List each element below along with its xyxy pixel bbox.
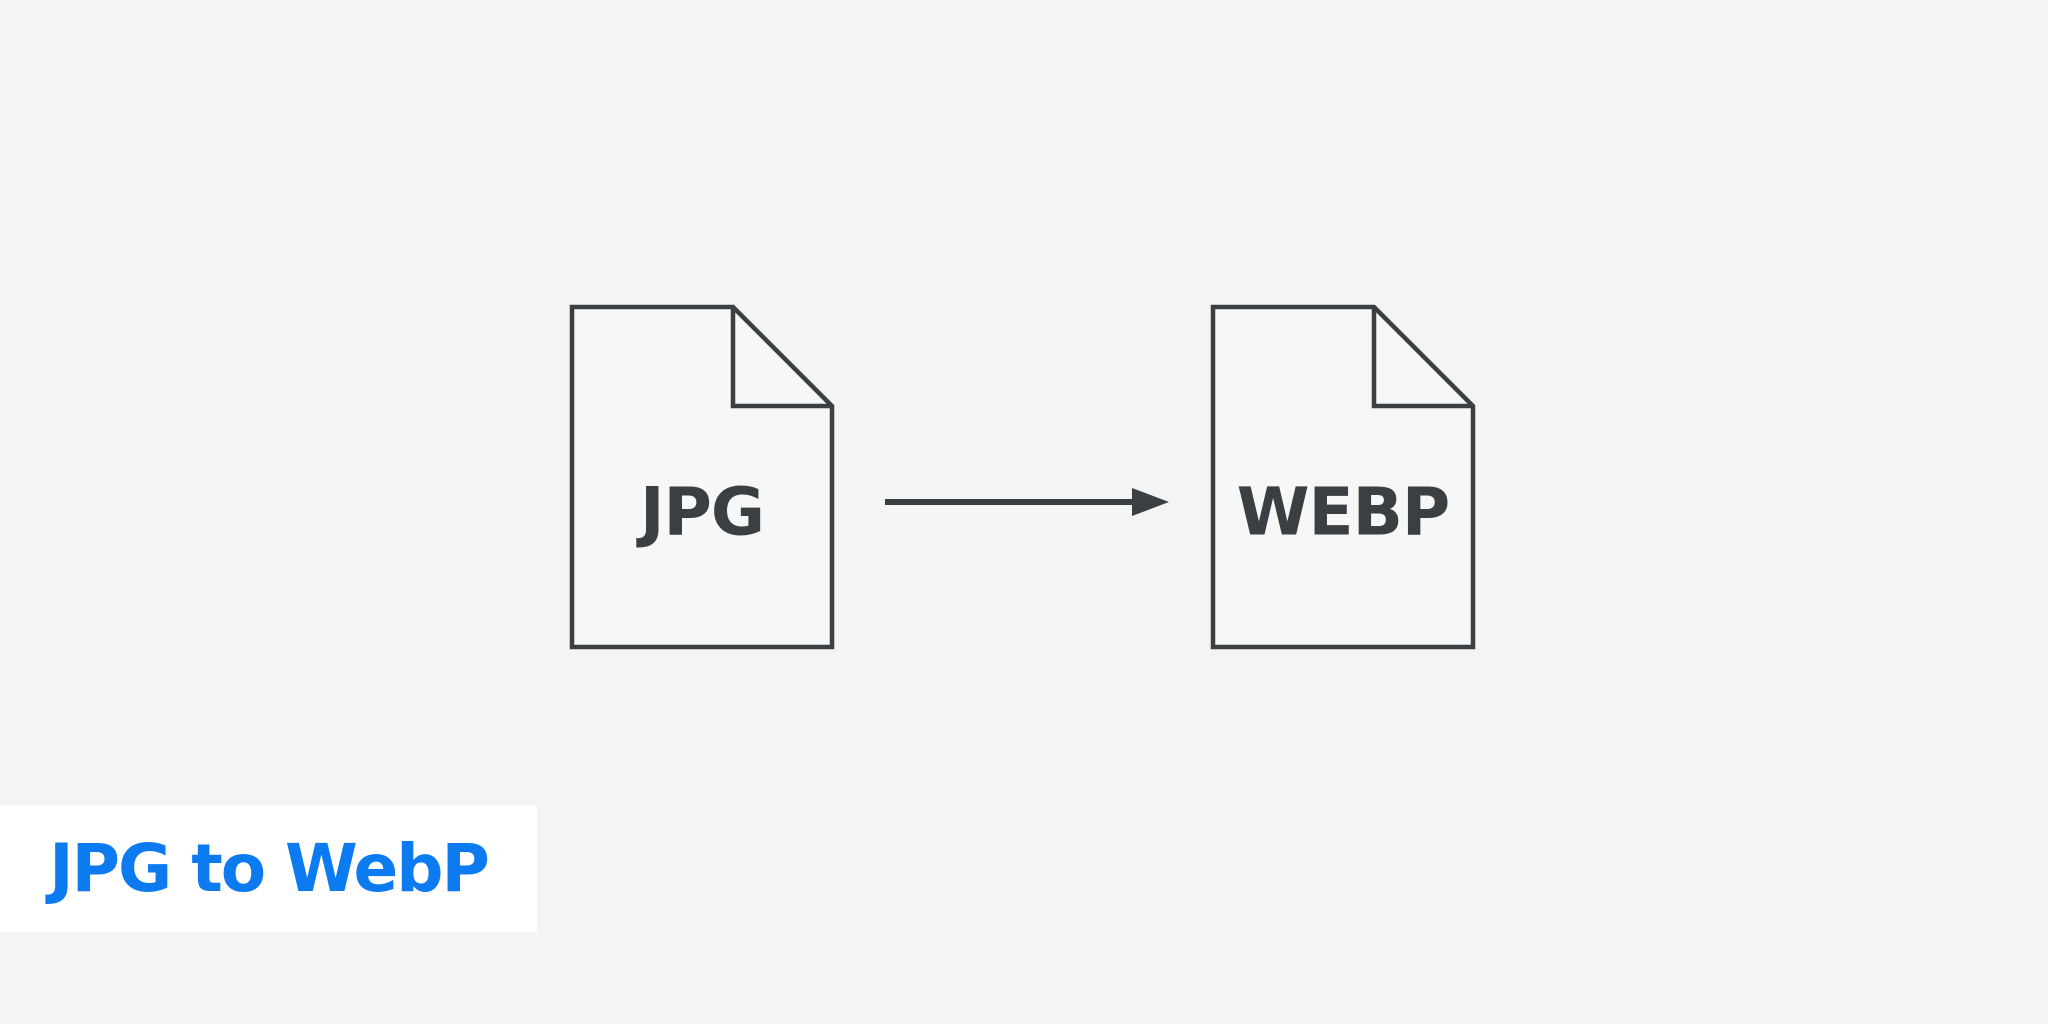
- webp-file-icon: WEBP: [1210, 304, 1476, 650]
- title-badge-label: JPG to WebP: [49, 830, 490, 907]
- title-badge: JPG to WebP: [0, 805, 537, 932]
- document-outline-icon: [569, 304, 835, 650]
- webp-file-label: WEBP: [1236, 473, 1451, 551]
- jpg-file-label: JPG: [639, 473, 765, 551]
- document-outline-icon: [1210, 304, 1476, 650]
- folded-corner: [1371, 307, 1473, 409]
- document-shape: [569, 304, 835, 650]
- document-shape: [1210, 304, 1476, 650]
- jpg-file-icon: JPG: [569, 304, 835, 650]
- arrow-right-icon: [881, 480, 1173, 524]
- folded-corner: [730, 307, 832, 409]
